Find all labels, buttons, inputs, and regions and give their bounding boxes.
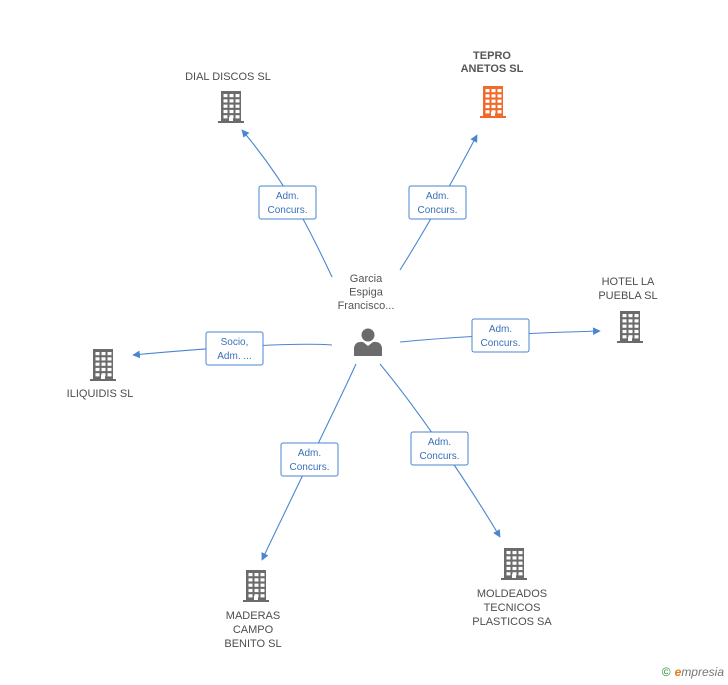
company-label-line-0: ILIQUIDIS SL	[67, 388, 134, 400]
company-label-line-0: TEPRO	[473, 50, 511, 62]
relation-text-line-1: Adm. ...	[217, 351, 251, 362]
company-label-line-0: HOTEL LA	[602, 276, 655, 288]
edges-layer: Adm. Concurs. Adm. Concurs. Adm. Concurs. Soci…	[132, 129, 601, 561]
relation-box	[408, 185, 467, 220]
company-node-maderas-campo-benito[interactable]: MADERAS CAMPO BENITO SL	[224, 570, 282, 650]
company-label-line-1: PUEBLA SL	[598, 290, 657, 302]
company-node-moldeados-tecnicos[interactable]: MOLDEADOS TECNICOS PLASTICOS SA	[472, 548, 552, 628]
relation-text-line-0: Socio,	[221, 337, 249, 348]
brand-name: mpresia	[681, 665, 724, 679]
brand-initial: e	[674, 665, 682, 679]
relation-text-line-0: Adm.	[428, 437, 451, 448]
relation-box	[258, 185, 317, 220]
relation-label-hotel-la-puebla[interactable]: Adm. Concurs.	[471, 318, 530, 353]
building-icon[interactable]	[218, 91, 244, 123]
company-label-line-0: MADERAS	[226, 610, 280, 622]
relation-box	[410, 431, 469, 466]
building-icon[interactable]	[501, 548, 527, 580]
relation-text-line-1: Concurs.	[417, 205, 457, 216]
company-label-line-0: MOLDEADOS	[477, 588, 547, 600]
building-icon[interactable]	[243, 570, 269, 602]
company-label-line-1: ANETOS SL	[461, 63, 524, 75]
company-label-line-1: TECNICOS	[484, 602, 541, 614]
footer-brand[interactable]: ©empresia	[662, 665, 724, 679]
relation-text-line-0: Adm.	[426, 191, 449, 202]
relation-text-line-1: Concurs.	[419, 451, 459, 462]
company-label-line-2: PLASTICOS SA	[472, 616, 552, 628]
relation-text-line-1: Concurs.	[267, 205, 307, 216]
relation-text-line-0: Adm.	[489, 324, 512, 335]
relation-label-iliquidis[interactable]: Socio, Adm. ...	[205, 331, 264, 366]
relation-text-line-1: Concurs.	[480, 338, 520, 349]
relation-box	[205, 331, 264, 366]
relation-label-tepro-anetos[interactable]: Adm. Concurs.	[408, 185, 467, 220]
center-label-line-0: Garcia	[350, 273, 383, 285]
relation-box	[471, 318, 530, 353]
person-icon	[354, 328, 382, 356]
center-label-line-2: Francisco...	[338, 300, 395, 312]
company-label-line-1: CAMPO	[233, 624, 274, 636]
relation-label-maderas-campo-benito[interactable]: Adm. Concurs.	[280, 442, 339, 477]
relation-box	[280, 442, 339, 477]
relation-text-line-0: Adm.	[298, 448, 321, 459]
company-node-dial-discos[interactable]: DIAL DISCOS SL	[185, 71, 271, 123]
company-node-hotel-la-puebla[interactable]: HOTEL LA PUEBLA SL	[598, 276, 658, 343]
relation-text-line-1: Concurs.	[289, 462, 329, 473]
building-icon[interactable]	[480, 86, 506, 118]
relation-text-line-0: Adm.	[276, 191, 299, 202]
center-label-line-1: Espiga	[349, 287, 384, 299]
company-label-line-0: DIAL DISCOS SL	[185, 71, 271, 83]
relation-label-dial-discos[interactable]: Adm. Concurs.	[258, 185, 317, 220]
center-node[interactable]: GarciaEspigaFrancisco...	[338, 273, 395, 356]
building-icon[interactable]	[617, 311, 643, 343]
company-label-line-2: BENITO SL	[224, 638, 281, 650]
relation-label-moldeados-tecnicos[interactable]: Adm. Concurs.	[410, 431, 469, 466]
copyright-symbol: ©	[661, 665, 671, 679]
building-icon[interactable]	[90, 349, 116, 381]
company-node-iliquidis[interactable]: ILIQUIDIS SL	[67, 349, 134, 400]
